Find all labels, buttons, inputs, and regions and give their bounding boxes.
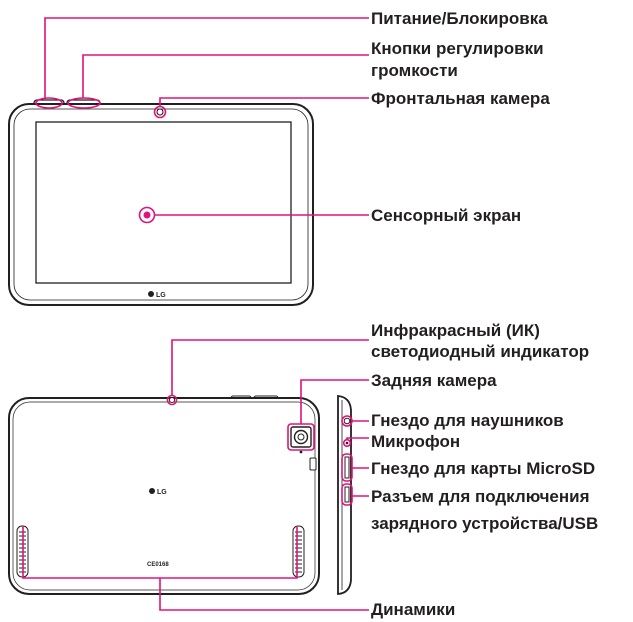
front-camera-callout-ring: [153, 105, 167, 119]
tablet-front: LG: [8, 99, 314, 306]
label-microphone: Микрофон: [371, 432, 461, 451]
label-volume-keys-line2: громкости: [371, 61, 458, 80]
speakers-leader-line: [159, 578, 369, 611]
front-callouts: [35, 17, 369, 224]
label-speakers: Динамики: [371, 600, 456, 619]
touch-screen-dot: [143, 211, 151, 219]
power-leader-line: [44, 17, 369, 98]
microsd-slot: [344, 456, 350, 479]
power-callout-ring: [35, 97, 63, 109]
label-front-camera: Фронтальная камера: [371, 89, 550, 108]
rear-camera-lens-inner: [297, 433, 305, 441]
label-power-lock: Питание/Блокировка: [371, 9, 548, 28]
label-touch-screen: Сенсорный экран: [371, 206, 522, 225]
volume-leader-line: [82, 54, 369, 98]
back-marking-text: CE0168: [147, 562, 169, 568]
rear-camera-leader-line: [300, 379, 369, 424]
label-microsd-slot: Гнездо для карты MicroSD: [371, 459, 596, 478]
lg-logo-icon: [148, 291, 154, 297]
label-headset-jack: Гнездо для наушников: [371, 411, 564, 430]
microphone-leader-line: [346, 437, 369, 440]
rear-flash-icon: [299, 450, 303, 454]
label-rear-camera: Задняя камера: [371, 371, 497, 390]
front-camera-leader-line: [159, 97, 369, 106]
label-ir-led-line1: Инфракрасный (ИК): [371, 321, 540, 340]
usb-port: [344, 486, 350, 503]
headset-jack: [343, 417, 351, 425]
front-camera-lens: [156, 108, 164, 116]
microphone-hole: [345, 441, 349, 445]
back-lg-logo-icon: [149, 488, 155, 494]
back-body: [8, 397, 320, 595]
label-charger-usb-line2: зарядного устройства/USB: [371, 514, 599, 533]
touch-screen-callout-ring: [138, 206, 156, 224]
ir-led-lens: [169, 397, 175, 403]
back-callouts: [22, 339, 369, 611]
volume-callout-ring: [67, 97, 101, 109]
front-logo-text: LG: [156, 292, 166, 299]
usb-callout-box: [341, 483, 353, 506]
ir-led-callout-ring: [166, 394, 178, 406]
back-logo-text: LG: [157, 489, 167, 496]
back-inner-edge: [12, 401, 316, 591]
touch-screen: [35, 121, 292, 284]
tablet-back: LG CE0168: [8, 395, 320, 595]
back-side-button: [309, 457, 317, 471]
label-ir-led-line2: светодиодный индикатор: [371, 342, 590, 361]
ir-led-leader-line: [171, 339, 369, 395]
label-volume-keys-line1: Кнопки регулировки: [371, 39, 544, 58]
label-charger-usb-line1: Разъем для подключения: [371, 487, 590, 506]
right-speaker-grille: [292, 525, 305, 578]
